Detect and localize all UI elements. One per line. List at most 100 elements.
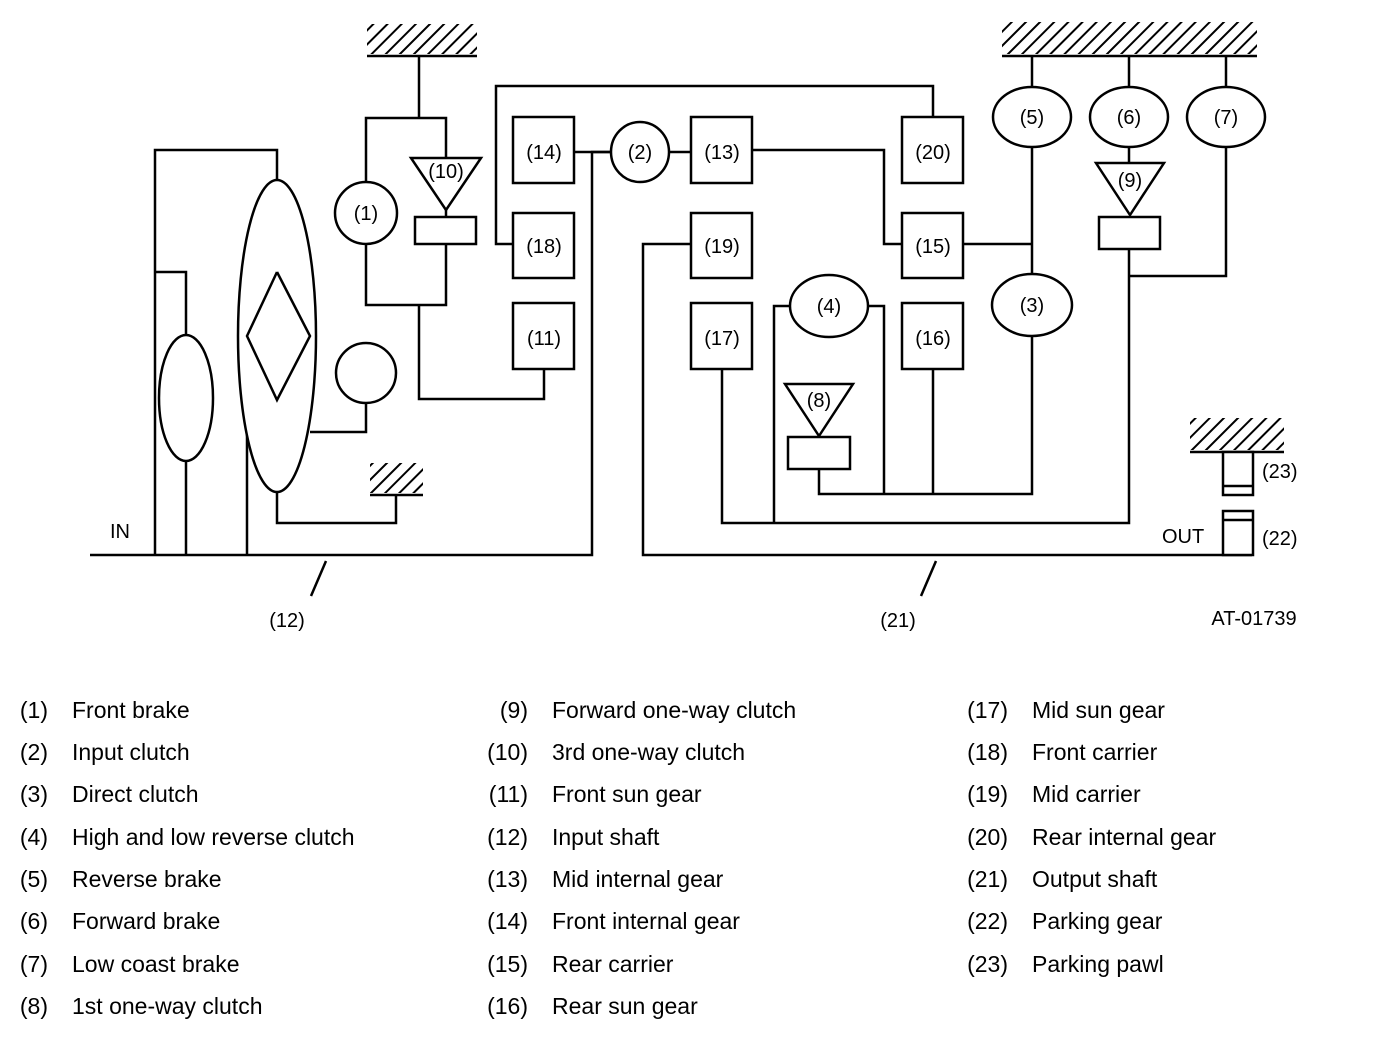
legend-text: Parking gear (1032, 908, 1163, 934)
legend-text: Reverse brake (72, 866, 222, 892)
figure-id: AT-01739 (1211, 608, 1296, 630)
connection-lines (90, 56, 1252, 597)
legend-num: (16) (487, 993, 528, 1019)
high-low-reverse-clutch: (4) (788, 273, 870, 339)
label-18: (18) (526, 236, 562, 258)
front-brake: (1) (333, 180, 399, 246)
rear-carrier: (15) (900, 211, 965, 280)
front-carrier: (18) (511, 211, 576, 280)
forward-brake: (6) (1088, 85, 1170, 149)
legend-text: Front carrier (1032, 739, 1158, 765)
legend-text: Low coast brake (72, 951, 240, 977)
legend-num: (18) (967, 739, 1008, 765)
legend-text: Rear carrier (552, 951, 674, 977)
label-7: (7) (1214, 107, 1238, 129)
legend-num: (2) (19, 739, 48, 765)
legend-num: (5) (19, 866, 48, 892)
front-internal-gear: (14) (511, 115, 576, 185)
legend-text: Mid sun gear (1032, 697, 1165, 723)
label-15: (15) (915, 236, 951, 258)
legend-num: (17) (967, 697, 1008, 723)
label-14: (14) (526, 142, 562, 164)
legend-text: Forward brake (72, 908, 221, 934)
legend: (1) Front brake (2) Input clutch (3) Dir… (0, 690, 1376, 1030)
legend-text: Mid internal gear (552, 866, 724, 892)
legend-num: (15) (487, 951, 528, 977)
label-2: (2) (628, 142, 652, 164)
label-9: (9) (1118, 170, 1142, 192)
legend-num: (1) (19, 697, 48, 723)
label-22: (22) (1262, 528, 1298, 550)
legend-text: High and low reverse clutch (72, 824, 355, 850)
legend-text: Rear internal gear (1032, 824, 1217, 850)
label-10: (10) (428, 161, 464, 183)
legend-num: (11) (488, 781, 528, 807)
legend-text: Input clutch (72, 739, 190, 765)
ground-top-right (1002, 22, 1257, 58)
legend-text: Output shaft (1032, 866, 1158, 892)
legend-text: 3rd one-way clutch (552, 739, 746, 765)
direct-clutch: (3) (990, 272, 1074, 338)
legend-num: (12) (487, 824, 528, 850)
label-13: (13) (704, 142, 740, 164)
legend-num: (13) (487, 866, 528, 892)
label-3: (3) (1020, 295, 1044, 317)
mid-internal-gear: (13) (689, 115, 754, 185)
legend-text: Forward one-way clutch (552, 697, 797, 723)
parking-pawl: (23) (1221, 450, 1298, 497)
label-17: (17) (704, 328, 740, 350)
label-23: (23) (1262, 461, 1298, 483)
label-20: (20) (915, 142, 951, 164)
front-sun-gear: (11) (511, 301, 576, 371)
legend-num: (9) (499, 697, 528, 723)
label-12: (12) (269, 610, 305, 632)
legend-text: Front internal gear (552, 908, 740, 934)
legend-num: (8) (19, 993, 48, 1019)
legend-num: (23) (967, 951, 1008, 977)
torque-converter (157, 178, 398, 494)
legend-text: Front sun gear (552, 781, 702, 807)
mid-sun-gear: (17) (689, 301, 754, 371)
legend-num: (22) (967, 908, 1008, 934)
ground-converter (370, 463, 423, 497)
legend-text: 1st one-way clutch (72, 993, 263, 1019)
legend-num: (21) (967, 866, 1008, 892)
legend-num: (3) (19, 781, 48, 807)
rear-sun-gear: (16) (900, 301, 965, 371)
output-label: OUT (1162, 526, 1204, 548)
mid-carrier: (19) (689, 211, 754, 280)
legend-text: Front brake (72, 697, 190, 723)
reverse-brake: (5) (991, 85, 1073, 149)
input-clutch: (2) (609, 120, 671, 184)
legend-text: Input shaft (552, 824, 660, 850)
label-5: (5) (1020, 107, 1044, 129)
transmission-schematic: (1) (2) (3) (4) (5) (6) (7) (10) (8) (9) (90, 22, 1298, 632)
forward-one-way-clutch: (9) (1093, 161, 1167, 251)
legend-text: Mid carrier (1032, 781, 1141, 807)
third-one-way-clutch: (10) (408, 156, 484, 246)
label-1: (1) (354, 203, 378, 225)
first-one-way-clutch: (8) (782, 382, 856, 471)
legend-text: Rear sun gear (552, 993, 698, 1019)
legend-num: (7) (19, 951, 48, 977)
label-8: (8) (807, 390, 831, 412)
legend-text: Direct clutch (72, 781, 199, 807)
legend-num: (19) (967, 781, 1008, 807)
label-6: (6) (1117, 107, 1141, 129)
low-coast-brake: (7) (1185, 85, 1267, 149)
label-19: (19) (704, 236, 740, 258)
legend-num: (10) (487, 739, 528, 765)
oil-pump (334, 341, 398, 405)
legend-num: (6) (19, 908, 48, 934)
ground-parking (1190, 418, 1284, 454)
label-21: (21) (880, 610, 916, 632)
legend-text: Parking pawl (1032, 951, 1164, 977)
legend-num: (4) (19, 824, 48, 850)
label-11: (11) (527, 328, 561, 350)
label-4: (4) (817, 296, 841, 318)
legend-num: (14) (487, 908, 528, 934)
rear-internal-gear: (20) (900, 115, 965, 185)
legend-num: (20) (967, 824, 1008, 850)
input-label: IN (110, 521, 130, 543)
parking-gear: (22) (1221, 509, 1298, 557)
